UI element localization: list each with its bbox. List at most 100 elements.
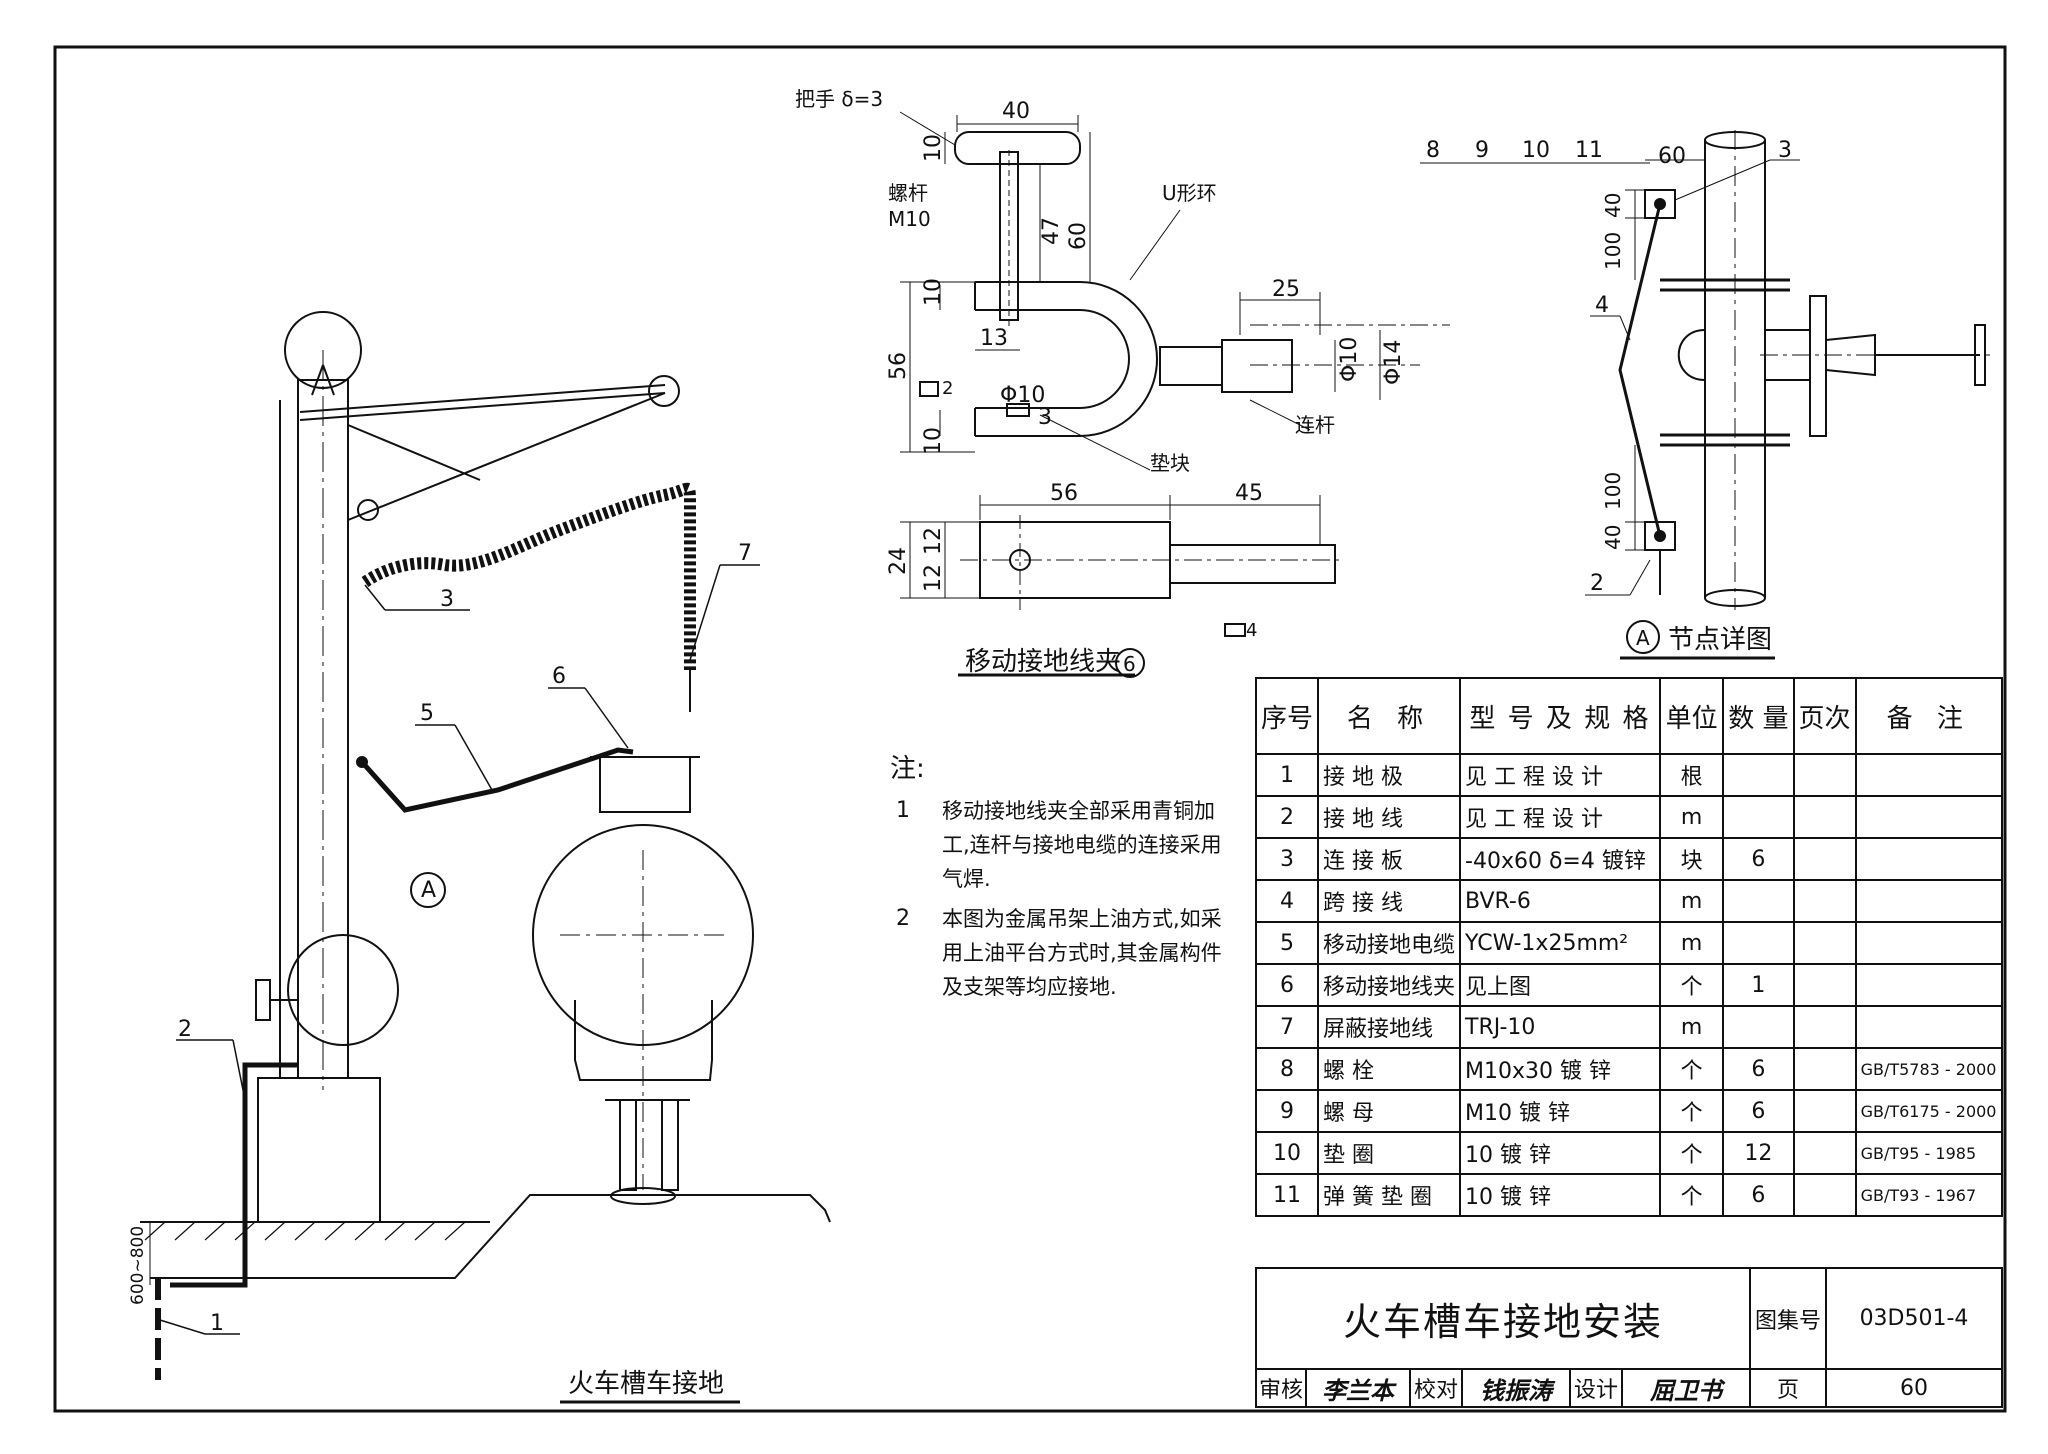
page-number: 60 xyxy=(1825,1368,2003,1408)
bom-cell-name: 连 接 板 xyxy=(1317,837,1462,881)
bom-cell-page xyxy=(1792,753,1857,797)
bom-cell-no: 1 xyxy=(1254,753,1320,797)
atlas-number-label: 图集号 xyxy=(1749,1267,1827,1370)
bom-cell-name: 弹 簧 垫 圈 xyxy=(1317,1173,1462,1217)
bom-cell-page xyxy=(1792,1047,1857,1091)
note-text: 本图为金属吊架上油方式,如采用上油平台方式时,其金属构件及支架等均应接地. xyxy=(942,907,1222,999)
bom-cell-qty xyxy=(1722,753,1795,797)
bom-cell-page xyxy=(1792,795,1857,839)
note-item: 1 移动接地线夹全部采用青铜加工,连杆与接地电缆的连接采用气焊. xyxy=(890,794,1230,896)
bom-cell-name: 跨 接 线 xyxy=(1317,879,1462,923)
bom-cell-spec: YCW-1x25mm² xyxy=(1459,921,1661,965)
note-text: 移动接地线夹全部采用青铜加工,连杆与接地电缆的连接采用气焊. xyxy=(942,799,1222,891)
checker-signature: 钱振涛 xyxy=(1461,1368,1571,1408)
dim-56: 56 xyxy=(886,352,911,380)
bom-cell-qty: 6 xyxy=(1722,1173,1795,1217)
bom-cell-unit: 个 xyxy=(1658,1089,1725,1133)
note-number: 2 xyxy=(896,906,910,931)
main-view-labels: 2 1 3 5 6 7 A 600~800 火车槽车接地 xyxy=(128,541,752,1399)
callout-2: 2 xyxy=(178,1017,192,1042)
bom-cell-name: 螺 栓 xyxy=(1317,1047,1462,1091)
bom-cell-unit: 根 xyxy=(1658,753,1725,797)
bom-header-row: 序号 名 称 型 号 及 规 格 单位 数 量 页次 备 注 xyxy=(1254,677,2004,755)
bom-cell-page xyxy=(1792,963,1857,1007)
bom-cell-remark xyxy=(1854,963,2004,1007)
detail-dim-60: 60 xyxy=(1658,144,1686,169)
title-block: 火车槽车接地安装 图集号 03D501-4 审核 李兰本 校对 钱振涛 设计 屈… xyxy=(1255,1267,2003,1409)
bom-cell-no: 10 xyxy=(1254,1131,1320,1175)
bom-cell-name: 移动接地电缆 xyxy=(1317,921,1462,965)
bom-cell-qty: 1 xyxy=(1722,963,1795,1007)
dim-phi10a: Φ10 xyxy=(1000,383,1045,408)
dim-10a: 10 xyxy=(921,134,946,162)
bom-cell-remark xyxy=(1854,879,2004,923)
bom-cell-unit: 个 xyxy=(1658,1131,1725,1175)
label-bolt-spec: M10 xyxy=(888,207,931,231)
bom-cell-name: 屏蔽接地线 xyxy=(1317,1005,1462,1049)
bom-cell-remark: GB/T93 - 1967 xyxy=(1854,1173,2004,1217)
detail-callout-3: 3 xyxy=(1778,138,1792,163)
bom-cell-name: 接 地 极 xyxy=(1317,753,1462,797)
bom-cell-no: 3 xyxy=(1254,837,1320,881)
dim-56b: 56 xyxy=(1050,481,1078,506)
bom-cell-remark xyxy=(1854,1005,2004,1049)
bom-cell-qty xyxy=(1722,795,1795,839)
dim-phi10b: Φ10 xyxy=(1337,337,1362,382)
drawing-title: 火车槽车接地安装 xyxy=(1255,1267,1751,1370)
detail-marker-a: A xyxy=(421,878,436,903)
detail-caption-marker: A xyxy=(1636,626,1650,650)
bom-cell-spec: 10 镀 锌 xyxy=(1459,1173,1661,1217)
bom-cell-page xyxy=(1792,879,1857,923)
bom-cell-no: 11 xyxy=(1254,1173,1320,1217)
bom-cell-spec: M10 镀 锌 xyxy=(1459,1089,1661,1133)
bom-cell-unit: 个 xyxy=(1658,1047,1725,1091)
bom-cell-name: 移动接地线夹 xyxy=(1317,963,1462,1007)
reviewer-signature: 李兰本 xyxy=(1305,1368,1411,1408)
bom-cell-remark: GB/T5783 - 2000 xyxy=(1854,1047,2004,1091)
bom-cell-page xyxy=(1792,837,1857,881)
bom-header-page: 页次 xyxy=(1792,677,1857,755)
detail-view-labels: 8 9 10 11 60 3 40 100 4 100 40 2 A 节点详图 xyxy=(1426,138,1792,655)
bom-cell-remark: GB/T6175 - 2000 xyxy=(1854,1089,2004,1133)
dim-3: 3 xyxy=(1038,405,1052,430)
label-u-ring: U形环 xyxy=(1162,181,1217,205)
bom-cell-unit: 个 xyxy=(1658,963,1725,1007)
bom-cell-no: 5 xyxy=(1254,921,1320,965)
review-label: 审核 xyxy=(1255,1368,1307,1408)
bom-cell-no: 9 xyxy=(1254,1089,1320,1133)
callout-11: 11 xyxy=(1575,138,1603,163)
page-label: 页 xyxy=(1749,1368,1827,1408)
bom-header-spec: 型 号 及 规 格 xyxy=(1459,677,1661,755)
dim-45: 45 xyxy=(1235,481,1263,506)
bom-cell-remark xyxy=(1854,795,2004,839)
notes-title: 注: xyxy=(890,754,925,784)
bom-cell-name: 垫 圈 xyxy=(1317,1131,1462,1175)
detail-view xyxy=(1420,130,1990,660)
bom-cell-spec: 见 工 程 设 计 xyxy=(1459,795,1661,839)
bom-header-name: 名 称 xyxy=(1317,677,1462,755)
signature-row: 审核 李兰本 校对 钱振涛 设计 屈卫书 页 60 xyxy=(1255,1368,2003,1408)
callout-6: 6 xyxy=(552,664,566,689)
bom-cell-spec: 见 工 程 设 计 xyxy=(1459,753,1661,797)
dim-25: 25 xyxy=(1272,277,1300,302)
bom-cell-qty: 6 xyxy=(1722,1047,1795,1091)
drawing-frame xyxy=(53,45,2007,1413)
bom-cell-spec: -40x60 δ=4 镀锌 xyxy=(1459,837,1661,881)
dim-40: 40 xyxy=(1002,99,1030,124)
bom-cell-remark: GB/T95 - 1985 xyxy=(1854,1131,2004,1175)
bom-cell-page xyxy=(1792,1173,1857,1217)
detail-dim-40a: 40 xyxy=(1601,193,1625,218)
dim-phi14: Φ14 xyxy=(1381,340,1406,385)
dim-24: 24 xyxy=(886,547,911,575)
main-view xyxy=(140,311,831,1404)
dim-13: 13 xyxy=(980,326,1008,351)
bom-header-unit: 单位 xyxy=(1658,677,1725,755)
